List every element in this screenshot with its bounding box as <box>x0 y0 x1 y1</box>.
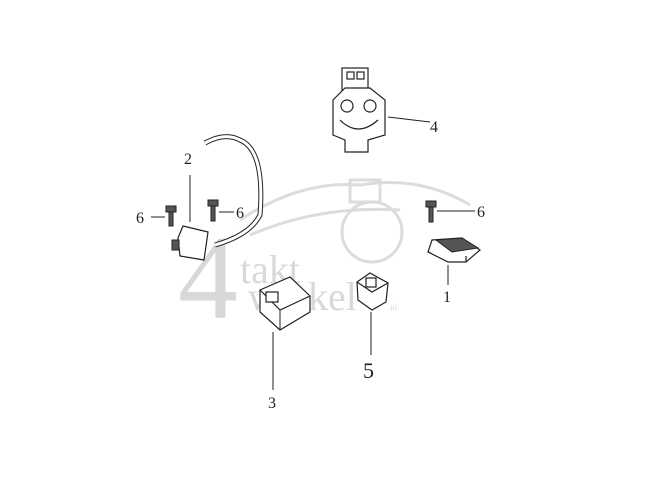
starter-relay-part-4 <box>332 67 386 153</box>
callout-1: 1 <box>443 289 451 306</box>
callout-6-left: 6 <box>136 210 144 227</box>
bolt-left <box>165 205 177 227</box>
callout-4: 4 <box>430 119 438 136</box>
bolt-middle <box>207 199 219 222</box>
regulator-part-1 <box>427 237 481 263</box>
callout-3: 3 <box>268 395 276 412</box>
relay-part-5 <box>356 272 389 311</box>
cdi-unit-part-3 <box>259 276 311 331</box>
watermark-suffix: .nl <box>388 302 398 312</box>
callout-6-middle: 6 <box>236 205 244 222</box>
callout-5: 5 <box>363 358 374 383</box>
bolt-right <box>425 200 437 223</box>
ignition-coil-part-2 <box>171 134 264 261</box>
callout-2: 2 <box>184 151 192 168</box>
callout-6-right: 6 <box>477 204 485 221</box>
